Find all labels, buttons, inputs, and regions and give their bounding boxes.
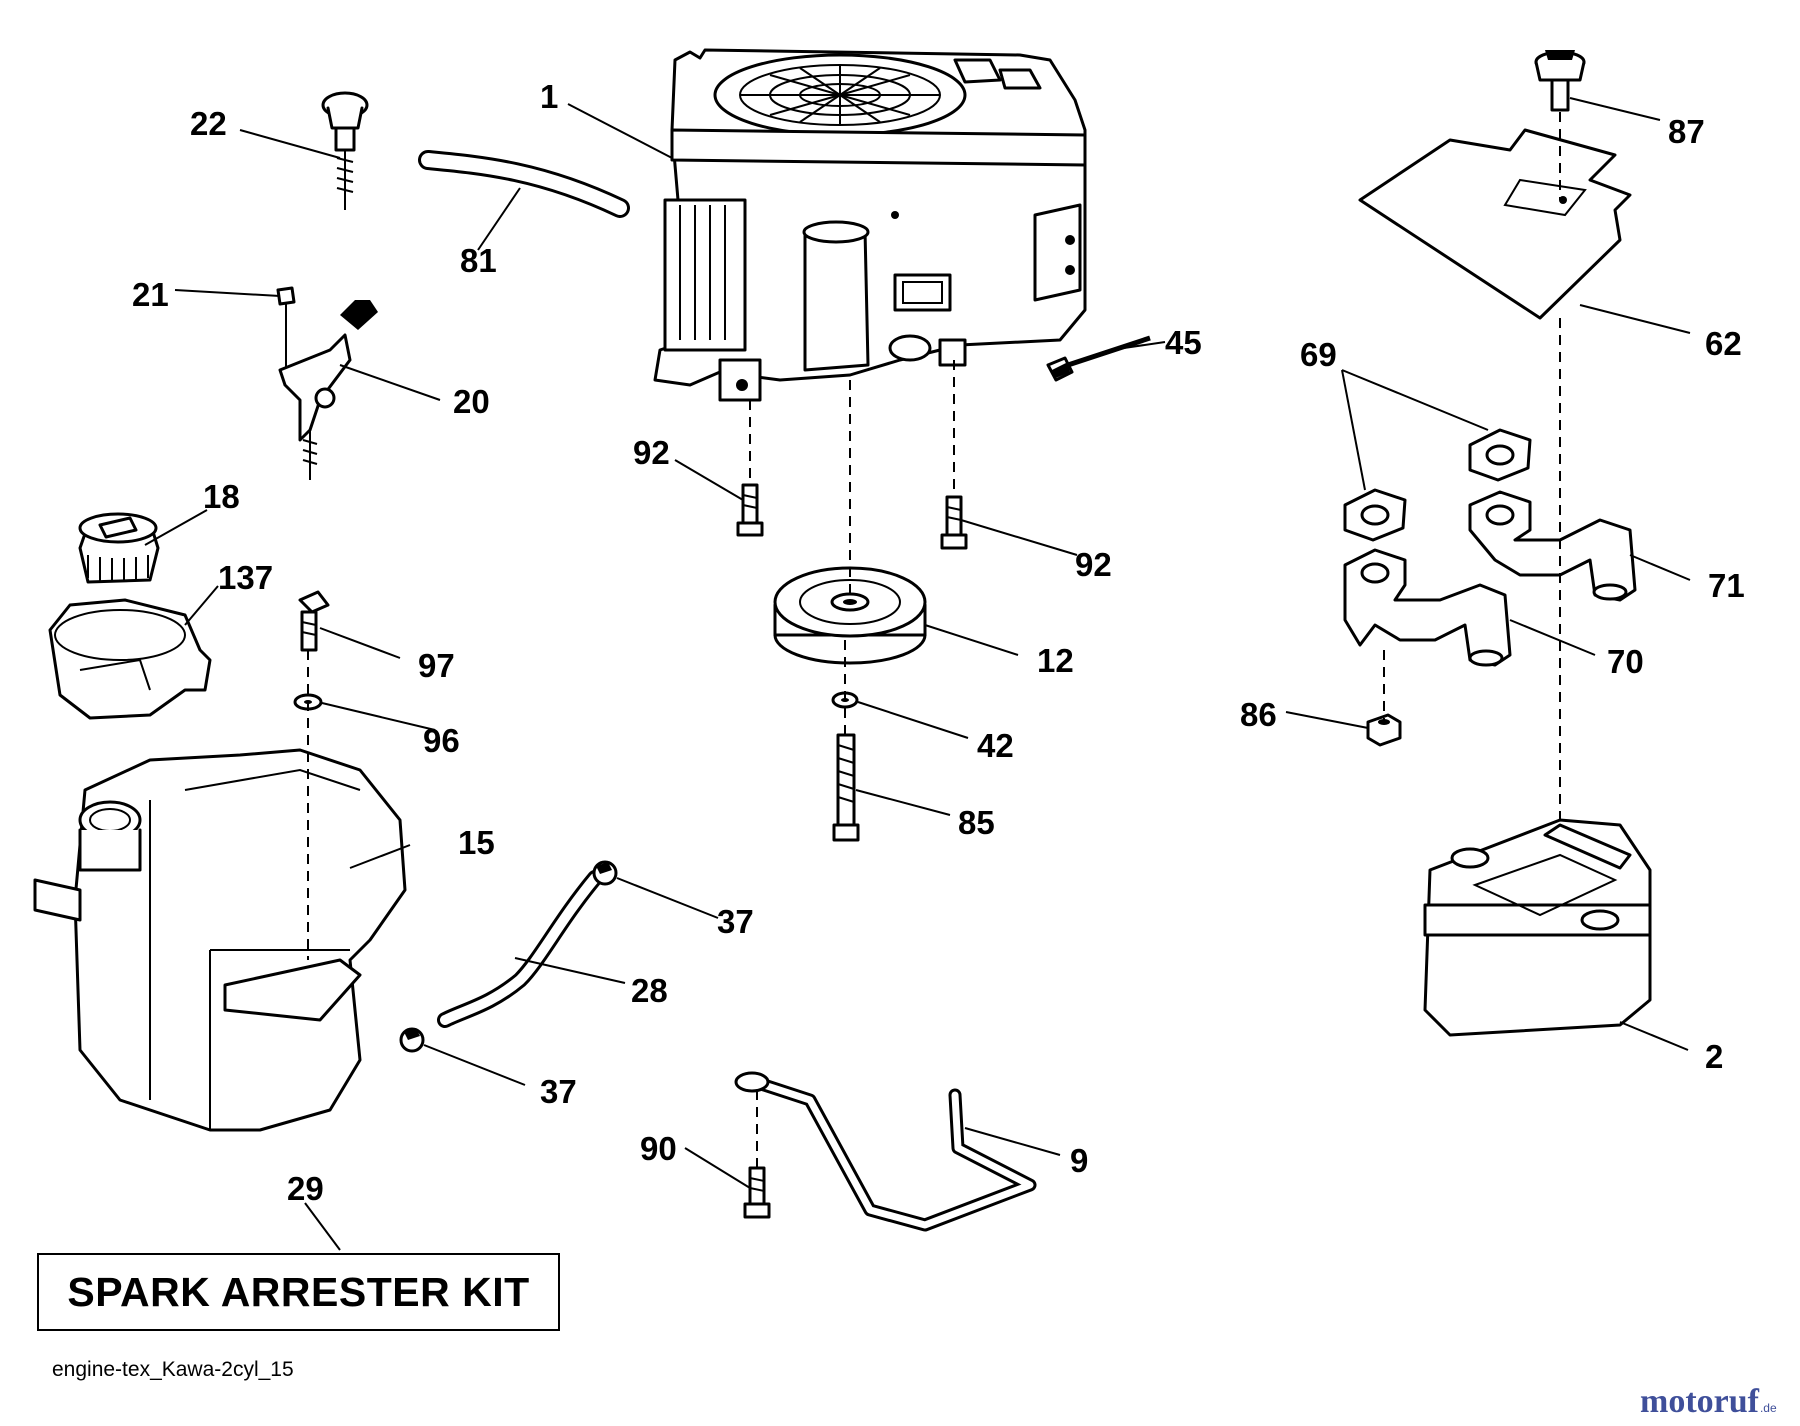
knob-part-87 — [1534, 50, 1586, 112]
callout-21: 21 — [132, 276, 169, 313]
callout-28: 28 — [631, 972, 668, 1009]
callout-1: 1 — [540, 78, 558, 115]
rod-part-9 — [734, 1071, 1037, 1232]
callout-81: 81 — [460, 242, 497, 279]
callout-92-right: 92 — [1075, 546, 1112, 583]
muffler-part-2 — [1423, 818, 1652, 1037]
callout-9: 9 — [1070, 1142, 1088, 1179]
heat-shield-part-62 — [1358, 128, 1632, 320]
spark-arrester-kit-box: SPARK ARRESTER KIT — [37, 1253, 560, 1331]
callout-labels: 1 22 81 21 20 45 87 62 69 92 92 18 137 9… — [132, 78, 1745, 1207]
engine-part-1 — [653, 48, 1087, 402]
exhaust-pipe-part-70 — [1343, 548, 1512, 667]
assembly-lines — [307, 112, 1561, 1168]
callout-90: 90 — [640, 1130, 677, 1167]
callout-18: 18 — [203, 478, 240, 515]
bolt-part-92-left — [736, 483, 764, 537]
callout-87: 87 — [1668, 113, 1705, 150]
callout-70: 70 — [1607, 643, 1644, 680]
clamp-part-37-lower — [399, 1027, 425, 1053]
drawing-id-label: engine-tex_Kawa-2cyl_15 — [52, 1358, 294, 1381]
spark-arrester-kit-label: SPARK ARRESTER KIT — [67, 1268, 530, 1315]
callout-29: 29 — [287, 1170, 324, 1207]
bolt-part-90 — [743, 1166, 771, 1219]
callout-69: 69 — [1300, 336, 1337, 373]
bolt-part-85 — [832, 733, 860, 842]
gasket-part-69-upper — [1468, 428, 1532, 482]
callout-37-upper: 37 — [717, 903, 754, 940]
callout-137: 137 — [218, 559, 273, 596]
callout-62: 62 — [1705, 325, 1742, 362]
callout-37-lower: 37 — [540, 1073, 577, 1110]
watermark-logo: motoruf — [1640, 1383, 1759, 1420]
throttle-bracket-part-20 — [278, 300, 378, 480]
callout-86: 86 — [1240, 696, 1277, 733]
nut-part-86 — [1366, 713, 1402, 747]
callout-85: 85 — [958, 804, 995, 841]
screw-part-97 — [298, 590, 330, 652]
fuel-cap-part-18 — [78, 512, 160, 584]
callout-22: 22 — [190, 105, 227, 142]
callout-96: 96 — [423, 722, 460, 759]
callout-45: 45 — [1165, 324, 1202, 361]
bolt-part-92-right — [940, 495, 968, 550]
spark-plug-part-45 — [1046, 335, 1151, 382]
knob-part-22 — [321, 91, 369, 210]
fuel-line-part-28 — [437, 870, 603, 1028]
callout-12: 12 — [1037, 642, 1074, 679]
bolt-part-21 — [276, 286, 296, 380]
callout-92-left: 92 — [633, 434, 670, 471]
callout-97: 97 — [418, 647, 455, 684]
callout-2: 2 — [1705, 1038, 1723, 1075]
pulley-part-12 — [773, 566, 927, 665]
fuel-hose-part-81 — [418, 150, 630, 218]
callout-20: 20 — [453, 383, 490, 420]
gasket-part-69-lower — [1343, 488, 1407, 542]
fuel-tank-part-15 — [33, 748, 407, 1132]
watermark: motoruf .de — [1640, 1383, 1777, 1421]
leader-lines — [144, 97, 1691, 1251]
callout-42: 42 — [977, 727, 1014, 764]
callout-15: 15 — [458, 824, 495, 861]
watermark-tld: .de — [1759, 1401, 1777, 1415]
callout-71: 71 — [1708, 567, 1745, 604]
exhaust-pipe-part-71 — [1468, 490, 1637, 602]
clamp-part-37-upper — [592, 860, 618, 886]
shroud-part-137 — [48, 598, 212, 720]
